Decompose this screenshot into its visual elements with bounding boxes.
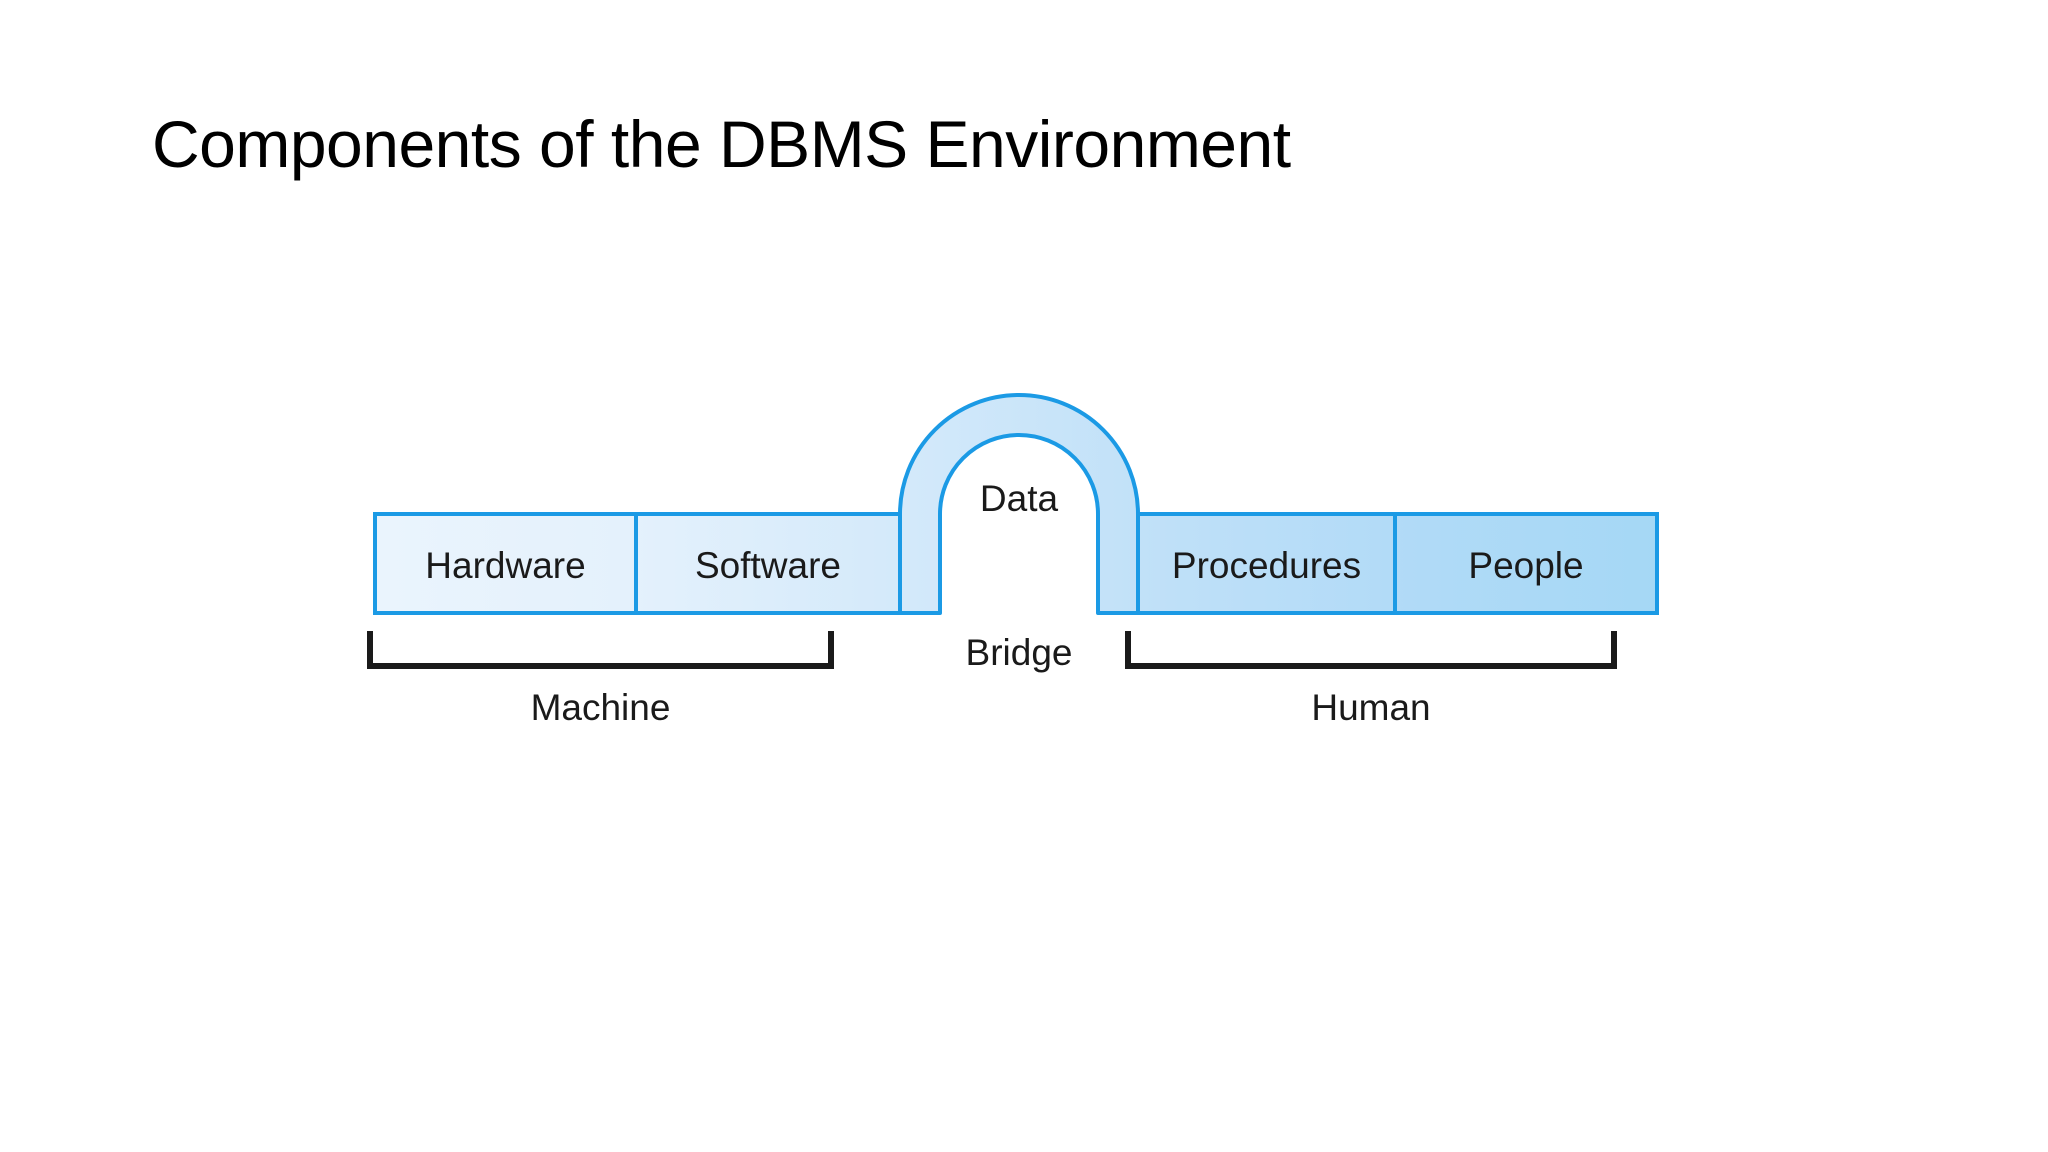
page-title: Components of the DBMS Environment [152, 107, 1291, 181]
segment-data-arch-shape[interactable] [898, 393, 1140, 615]
segment-people-shape[interactable] [1138, 514, 1657, 613]
bracket-human [1125, 631, 1617, 669]
bracket-machine [367, 631, 834, 669]
right-bar-outline [1136, 512, 1659, 615]
